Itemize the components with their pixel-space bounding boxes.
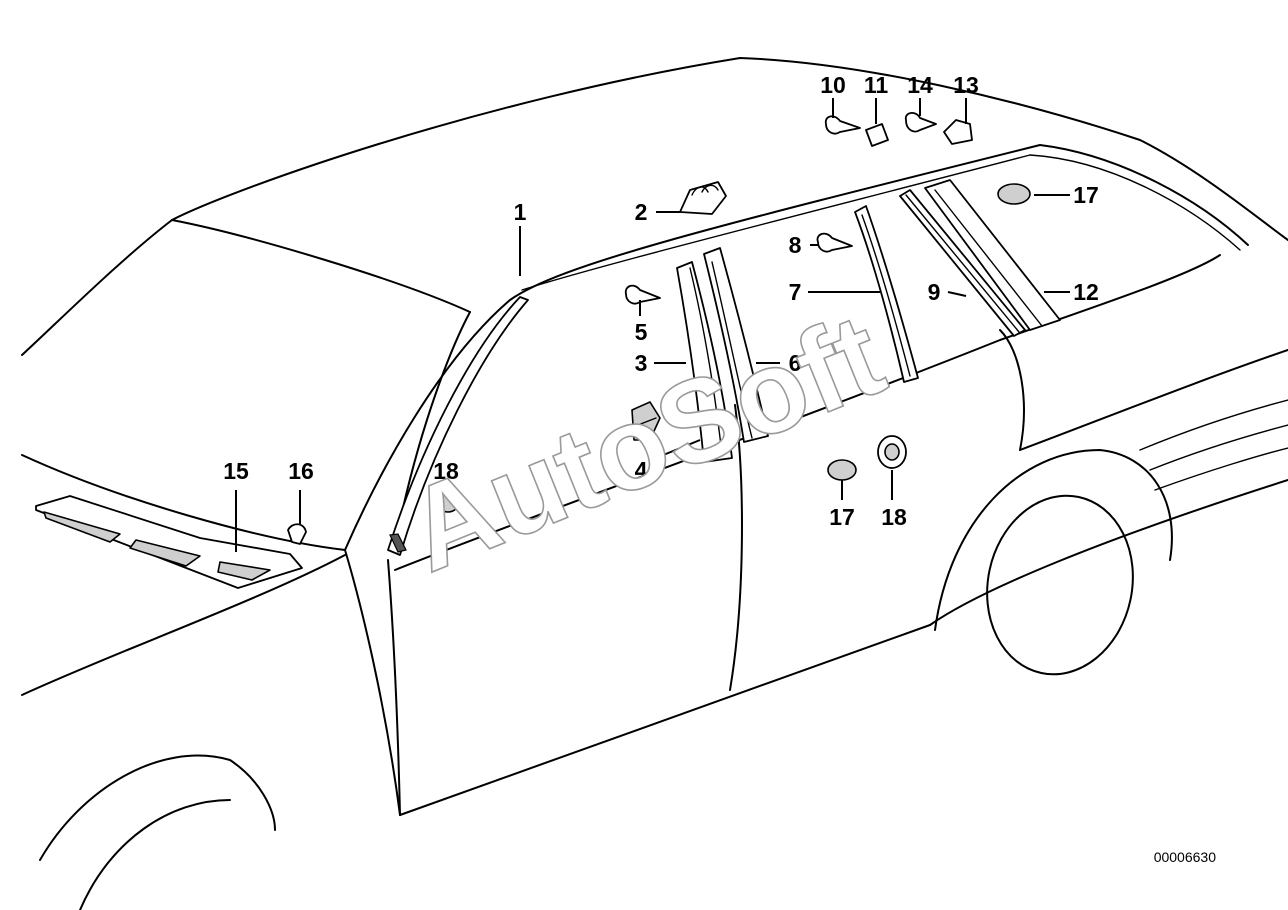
callout-17-lower: 17 (829, 504, 855, 530)
callout-2: 2 (635, 199, 648, 225)
top-leaders (832, 98, 967, 124)
part-16-clip (287, 523, 307, 545)
callout-13: 13 (953, 72, 979, 98)
part-3-pillar-cover (676, 261, 733, 463)
part-11-nut (865, 123, 889, 147)
callout-12: 12 (1073, 279, 1099, 305)
part-10-screw (824, 115, 861, 135)
part-17-plug-upper (997, 183, 1031, 205)
callout-18-right: 18 (881, 504, 907, 530)
callout-6: 6 (789, 350, 802, 376)
part-14-bolt (904, 112, 937, 133)
callout-11: 11 (864, 72, 889, 98)
callout-14: 14 (907, 72, 933, 98)
callout-10: 10 (820, 72, 846, 98)
leader-lines (235, 194, 1070, 552)
part-9-window-strip (899, 189, 1026, 337)
diagram-number: 00006630 (1154, 849, 1217, 865)
part-2-clip (679, 181, 727, 215)
part-18-grommet-right (877, 435, 907, 469)
car-body-outline (21, 57, 1288, 910)
callout-3: 3 (635, 350, 648, 376)
callout-17-upper: 17 (1073, 182, 1099, 208)
part-12-window-strip (924, 179, 1061, 331)
callout-16: 16 (288, 458, 314, 484)
callout-8: 8 (789, 232, 802, 258)
callout-7: 7 (789, 279, 802, 305)
callout-labels: 1 2 3 4 5 6 7 8 9 10 11 12 13 14 15 16 1… (223, 72, 1099, 530)
part-15-cowl-panel (35, 495, 303, 589)
part-4-retainer (631, 401, 661, 441)
part-13-clip (943, 119, 973, 145)
part-1-roof-moulding (387, 296, 529, 556)
callout-5: 5 (635, 319, 648, 345)
callout-15: 15 (223, 458, 249, 484)
part-8-screw (816, 232, 853, 253)
part-6-pillar-cover (703, 247, 769, 443)
callout-9: 9 (928, 279, 941, 305)
callout-4: 4 (635, 457, 648, 483)
callout-1: 1 (514, 199, 527, 225)
callout-18-left: 18 (433, 458, 459, 484)
part-17-plug-lower (827, 459, 857, 481)
part-5-screw (624, 284, 661, 305)
part-7-pillar-cover (854, 205, 919, 383)
